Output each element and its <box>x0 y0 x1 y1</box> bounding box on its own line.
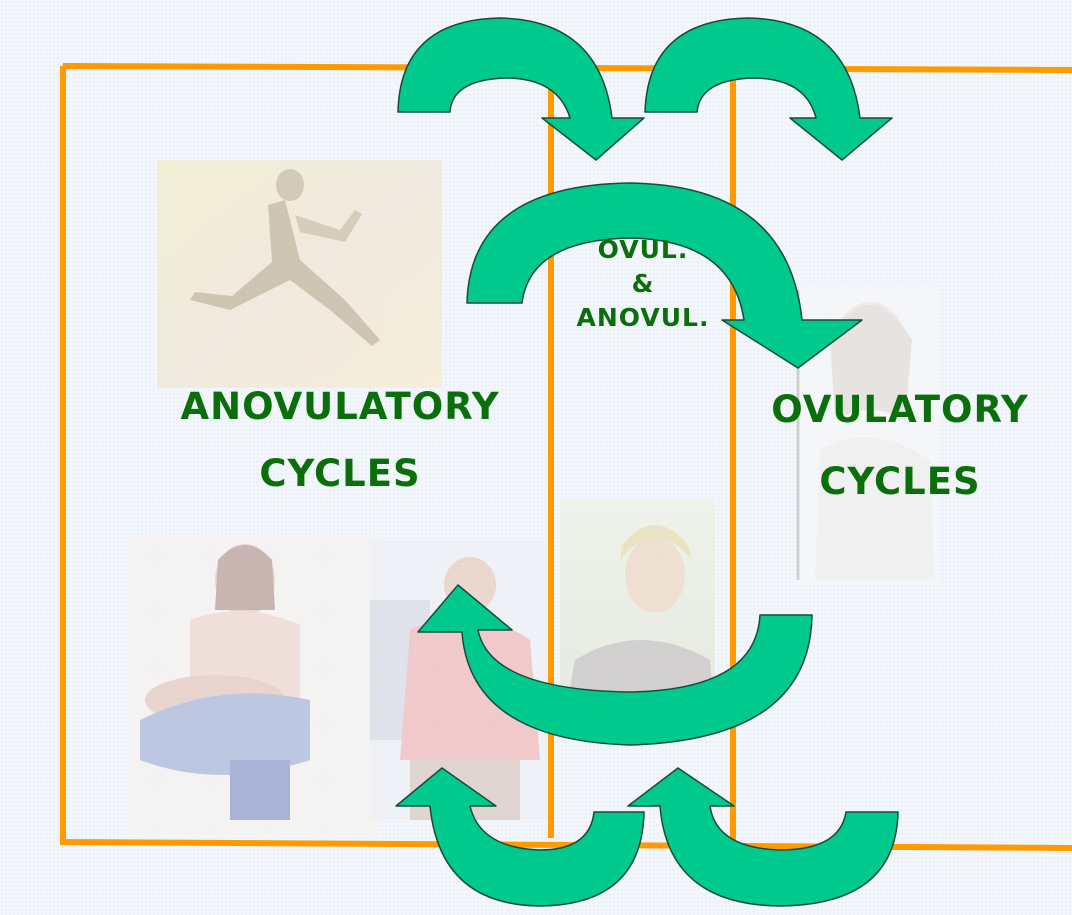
top-right-curved-arrow <box>644 17 893 161</box>
bottom-right-curved-arrow <box>627 767 899 907</box>
middle-bottom-curved-arrow <box>417 584 813 746</box>
anovulatory-label-line1: ANOVULATORY <box>180 385 500 428</box>
ovul-anovul-label-line1: OVUL. <box>597 235 689 264</box>
breastfeeding-mother-photo <box>130 535 380 835</box>
running-woman-photo <box>157 160 442 388</box>
ovul-anovul-label-line2: & <box>631 269 655 298</box>
ovulatory-label-line1: OVULATORY <box>771 388 1029 431</box>
middle-top-curved-arrow <box>466 182 863 369</box>
ovul-anovul-label-line3: ANOVUL. <box>576 303 710 332</box>
young-girl-photo <box>795 285 940 585</box>
top-left-curved-arrow <box>397 17 645 161</box>
anovulatory-label-line2: CYCLES <box>259 452 421 495</box>
bottom-left-curved-arrow <box>395 767 645 907</box>
ovulatory-label-line2: CYCLES <box>819 460 981 503</box>
smiling-woman-photo <box>560 500 715 715</box>
